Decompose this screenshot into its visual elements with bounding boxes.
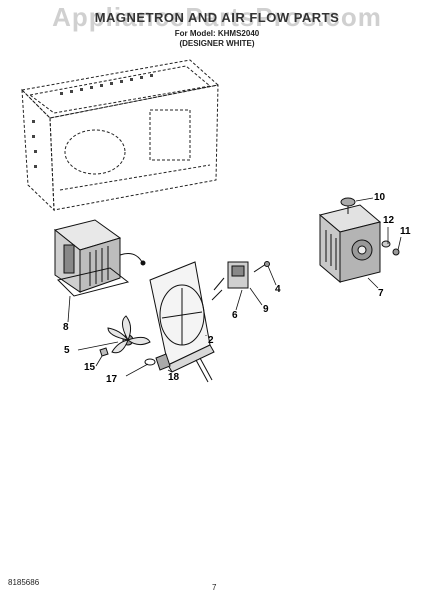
screw-part-4: [253, 261, 270, 273]
callout-12: 12: [383, 215, 395, 226]
transformer-part-8: [53, 219, 146, 297]
fan-motor-part-6: [211, 261, 249, 301]
callout-8: 8: [63, 322, 69, 333]
color-line: (DESIGNER WHITE): [179, 39, 255, 48]
fan-blade-part-5: [107, 315, 151, 354]
callout-10: 10: [374, 192, 386, 203]
fan-orifice-part-2: [149, 261, 215, 383]
footer-code: 8185686: [8, 578, 40, 587]
cabinet-outline: [20, 59, 220, 212]
callout-15: 15: [84, 362, 96, 373]
leader-lines: [67, 197, 402, 377]
thermal-cutout-part-10: [340, 197, 356, 214]
callout-11: 11: [400, 226, 411, 237]
callout-18: 18: [168, 372, 180, 383]
diagram-title: MAGNETRON AND AIR FLOW PARTS: [94, 10, 340, 25]
nut-part-15: [99, 347, 109, 357]
washer-part-17: [144, 358, 156, 366]
callout-7: 7: [378, 288, 384, 299]
model-line: For Model: KHMS2040: [174, 29, 260, 38]
callout-6: 6: [232, 310, 238, 321]
cabinet-vent-holes: [32, 74, 153, 168]
screw-part-11: [392, 248, 400, 256]
callout-5: 5: [64, 345, 70, 356]
watermark: AppliancePartsPros.com: [52, 2, 382, 32]
bolt-part-18: [155, 353, 171, 371]
page-number: 7: [212, 583, 217, 592]
callout-4: 4: [275, 284, 281, 295]
callout-2: 2: [208, 335, 214, 346]
screw-part-12: [381, 240, 391, 248]
callout-9: 9: [263, 304, 269, 315]
callout-17: 17: [106, 374, 118, 385]
magnetron-part-7: [318, 204, 382, 284]
